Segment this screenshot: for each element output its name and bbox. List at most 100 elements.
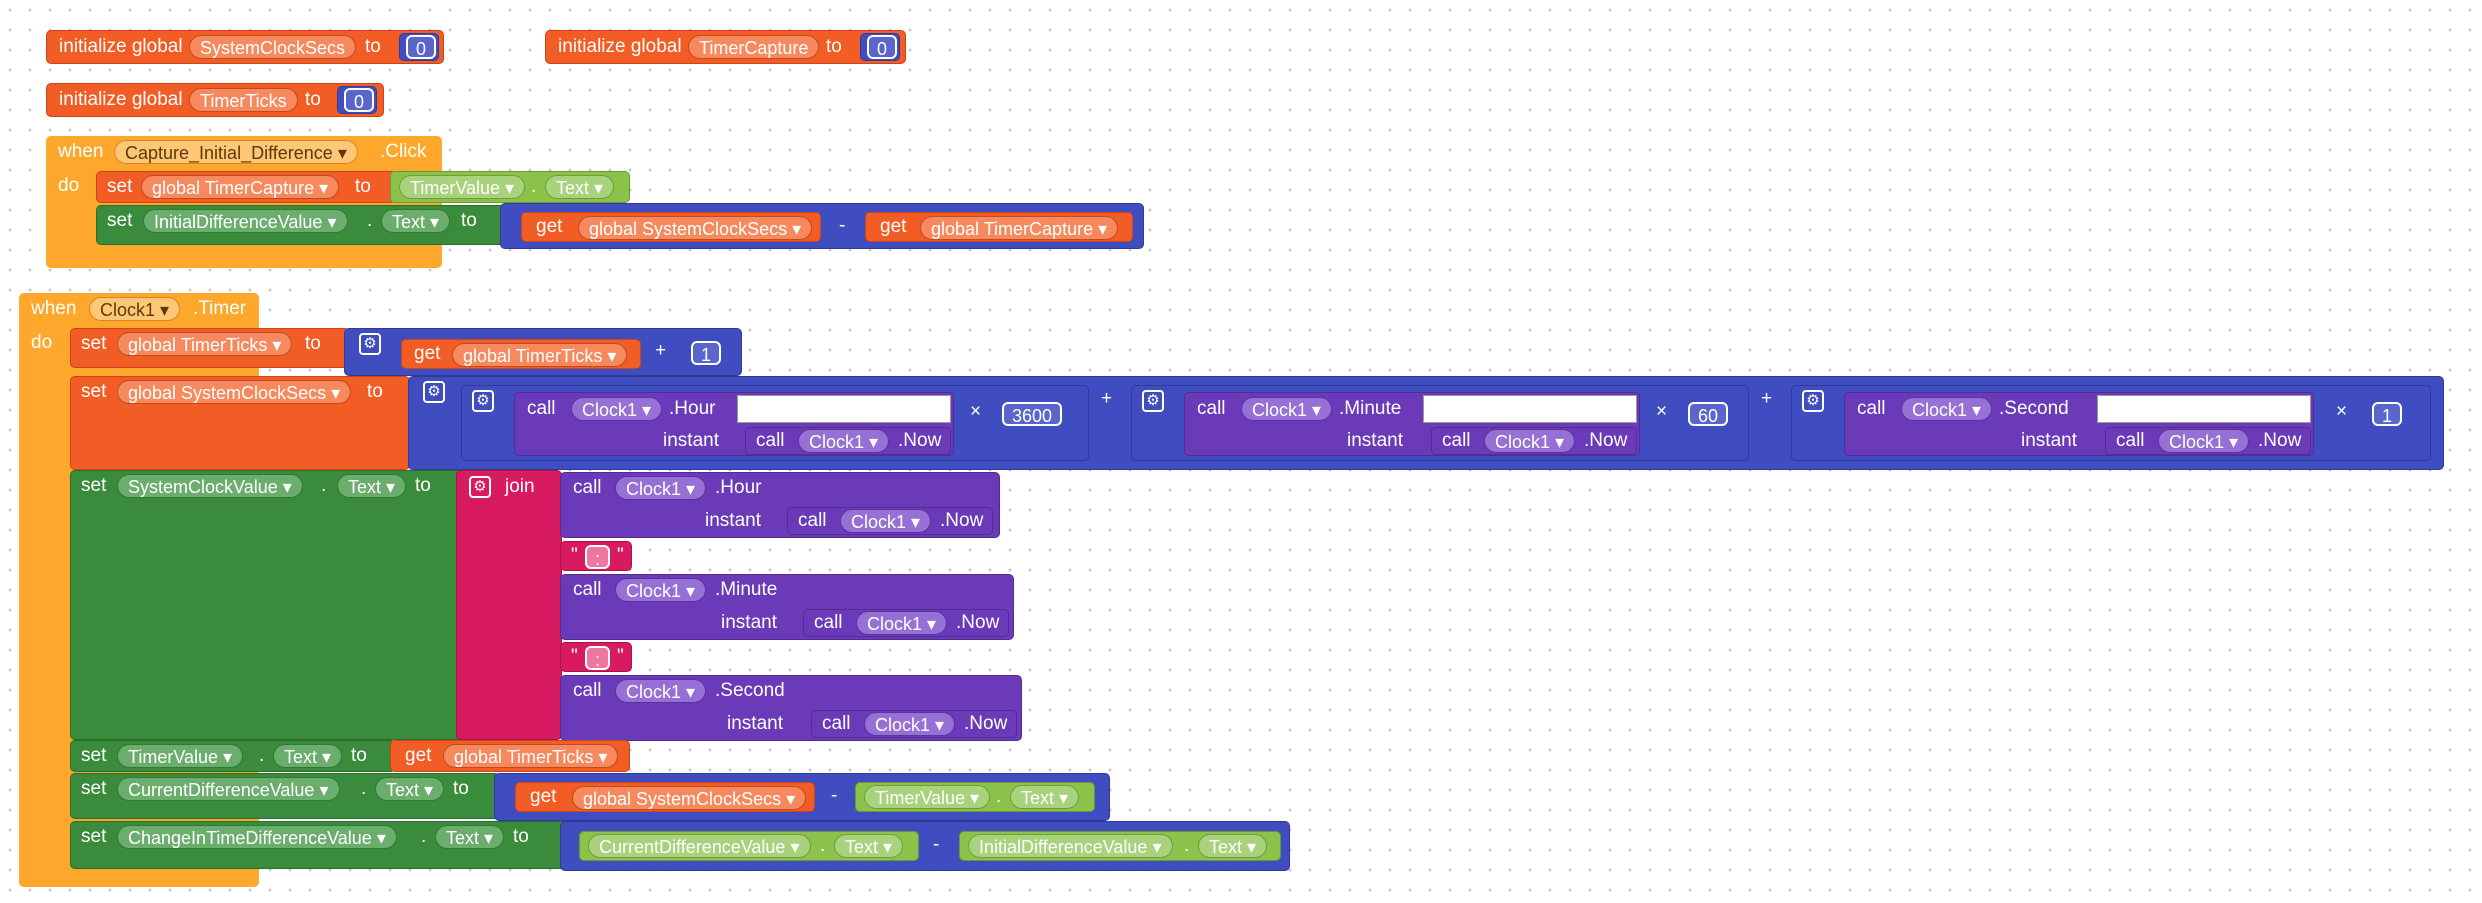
- var-dropdown[interactable]: global SystemClockSecs ▾: [578, 216, 813, 240]
- timervalue-text-getter[interactable]: TimerValue ▾ . Text ▾: [855, 782, 1095, 812]
- var-dropdown[interactable]: global TimerCapture ▾: [920, 216, 1119, 240]
- number-block[interactable]: 0: [399, 33, 439, 61]
- mutator-gear-icon[interactable]: ⚙: [469, 476, 491, 498]
- var-dropdown[interactable]: global SystemClockSecs ▾: [572, 786, 807, 810]
- property-dropdown[interactable]: Text ▾: [1010, 785, 1080, 809]
- call-clock-now[interactable]: call Clock1 ▾ .Now: [2105, 427, 2311, 455]
- var-dropdown[interactable]: global TimerTicks ▾: [443, 744, 619, 768]
- component-dropdown[interactable]: Clock1 ▾: [1241, 397, 1333, 421]
- init-global-systemclocksecs-block[interactable]: initialize global SystemClockSecs to 0: [46, 30, 444, 64]
- number-value[interactable]: 1: [2372, 402, 2403, 426]
- component-dropdown[interactable]: Clock1 ▾: [840, 509, 932, 533]
- text-string-block[interactable]: " : ": [560, 541, 632, 571]
- set-global-timerticks-block[interactable]: set global TimerTicks ▾ to: [70, 328, 350, 368]
- number-value[interactable]: 0: [867, 35, 898, 59]
- property-dropdown[interactable]: Text ▾: [375, 777, 445, 801]
- property-dropdown[interactable]: Text ▾: [337, 474, 407, 498]
- component-dropdown[interactable]: Clock1 ▾: [1484, 429, 1576, 453]
- component-dropdown[interactable]: Clock1 ▾: [615, 578, 707, 602]
- component-dropdown[interactable]: InitialDifferenceValue ▾: [968, 834, 1173, 858]
- component-dropdown[interactable]: Clock1 ▾: [856, 611, 948, 635]
- empty-socket[interactable]: [2097, 395, 2311, 423]
- var-name-field[interactable]: SystemClockSecs: [189, 35, 357, 59]
- mutator-gear-icon[interactable]: ⚙: [359, 333, 381, 355]
- component-dropdown[interactable]: Clock1 ▾: [571, 397, 663, 421]
- component-dropdown[interactable]: Clock1 ▾: [615, 679, 707, 703]
- var-name-field[interactable]: TimerCapture: [688, 35, 820, 59]
- var-name-field[interactable]: TimerTicks: [189, 88, 298, 112]
- var-dropdown[interactable]: global TimerTicks ▾: [452, 343, 628, 367]
- multiply-minute-block[interactable]: ⚙ call Clock1 ▾ .Minute instant call Clo…: [1131, 385, 1749, 461]
- set-global-timercapture-block[interactable]: set global TimerCapture ▾ to: [96, 171, 396, 203]
- property-dropdown[interactable]: Text ▾: [1198, 834, 1268, 858]
- call-clock-now[interactable]: call Clock1 ▾ .Now: [803, 609, 1009, 637]
- set-initialdifference-text-block[interactable]: set InitialDifferenceValue ▾ . Text ▾ to: [96, 205, 506, 245]
- component-dropdown[interactable]: TimerValue ▾: [399, 175, 526, 199]
- component-dropdown[interactable]: CurrentDifferenceValue ▾: [117, 777, 340, 801]
- component-dropdown[interactable]: Clock1 ▾: [615, 476, 707, 500]
- init-global-timerticks-block[interactable]: initialize global TimerTicks to 0: [46, 83, 384, 117]
- call-clock-now[interactable]: call Clock1 ▾ .Now: [787, 507, 993, 535]
- property-dropdown[interactable]: Text ▾: [435, 825, 505, 849]
- number-value[interactable]: 0: [344, 88, 375, 112]
- component-dropdown[interactable]: Clock1 ▾: [89, 297, 181, 321]
- number-block[interactable]: 0: [860, 33, 900, 61]
- string-value[interactable]: :: [585, 646, 611, 670]
- string-value[interactable]: :: [585, 545, 611, 569]
- timervalue-text-getter[interactable]: TimerValue ▾ . Text ▾: [390, 171, 630, 203]
- mutator-gear-icon[interactable]: ⚙: [423, 381, 445, 403]
- get-global-timercapture[interactable]: get global TimerCapture ▾: [865, 212, 1133, 242]
- get-global-systemclocksecs[interactable]: get global SystemClockSecs ▾: [521, 212, 821, 242]
- call-clock-hour[interactable]: call Clock1 ▾ .Hour instant call Clock1 …: [560, 472, 1000, 538]
- var-dropdown[interactable]: global TimerTicks ▾: [117, 332, 293, 356]
- call-clock-minute[interactable]: call Clock1 ▾ .Minute instant call Clock…: [560, 574, 1014, 640]
- join-block[interactable]: ⚙ join: [456, 470, 562, 740]
- multiply-second-block[interactable]: ⚙ call Clock1 ▾ .Second instant call Clo…: [1791, 385, 2431, 461]
- math-add-block[interactable]: ⚙ get global TimerTicks ▾ + 1: [344, 328, 742, 376]
- property-dropdown[interactable]: Text ▾: [834, 834, 904, 858]
- empty-socket[interactable]: [737, 395, 951, 423]
- math-add-time-block[interactable]: ⚙ ⚙ call Clock1 ▾ .Hour instant call Clo…: [408, 376, 2444, 470]
- call-clock-second[interactable]: call Clock1 ▾ .Second instant call Clock…: [1844, 392, 2314, 456]
- set-systemclockvalue-text-block[interactable]: set SystemClockValue ▾ . Text ▾ to: [70, 470, 470, 740]
- property-dropdown[interactable]: Text ▾: [545, 175, 615, 199]
- component-dropdown[interactable]: TimerValue ▾: [117, 744, 244, 768]
- property-dropdown[interactable]: Text ▾: [381, 209, 451, 233]
- component-dropdown[interactable]: TimerValue ▾: [864, 785, 991, 809]
- call-clock-second[interactable]: call Clock1 ▾ .Second instant call Clock…: [560, 675, 1022, 741]
- number-value[interactable]: 3600: [1002, 402, 1063, 426]
- mutator-gear-icon[interactable]: ⚙: [472, 390, 494, 412]
- math-subtract-block[interactable]: CurrentDifferenceValue ▾ . Text ▾ - Init…: [560, 821, 1290, 871]
- empty-socket[interactable]: [1423, 395, 1637, 423]
- currentdifference-text-getter[interactable]: CurrentDifferenceValue ▾ . Text ▾: [579, 831, 919, 861]
- property-dropdown[interactable]: Text ▾: [273, 744, 343, 768]
- mutator-gear-icon[interactable]: ⚙: [1802, 390, 1824, 412]
- call-clock-minute[interactable]: call Clock1 ▾ .Minute instant call Clock…: [1184, 392, 1640, 456]
- init-global-timercapture-block[interactable]: initialize global TimerCapture to 0: [545, 30, 906, 64]
- component-dropdown[interactable]: Capture_Initial_Difference ▾: [114, 140, 358, 164]
- component-dropdown[interactable]: Clock1 ▾: [864, 712, 956, 736]
- call-clock-now[interactable]: call Clock1 ▾ .Now: [811, 710, 1017, 738]
- component-dropdown[interactable]: SystemClockValue ▾: [117, 474, 303, 498]
- get-global-systemclocksecs[interactable]: get global SystemClockSecs ▾: [515, 782, 815, 812]
- component-dropdown[interactable]: InitialDifferenceValue ▾: [143, 209, 348, 233]
- component-dropdown[interactable]: ChangeInTimeDifferenceValue ▾: [117, 825, 397, 849]
- math-subtract-block[interactable]: get global SystemClockSecs ▾ - get globa…: [500, 203, 1144, 249]
- get-global-timerticks[interactable]: get global TimerTicks ▾: [390, 740, 630, 772]
- set-global-systemclocksecs-block[interactable]: set global SystemClockSecs ▾ to: [70, 376, 410, 470]
- set-changeintimedifference-text-block[interactable]: set ChangeInTimeDifferenceValue ▾ . Text…: [70, 821, 570, 869]
- number-value[interactable]: 60: [1688, 402, 1729, 426]
- number-value[interactable]: 0: [406, 35, 437, 59]
- var-dropdown[interactable]: global SystemClockSecs ▾: [117, 380, 352, 404]
- component-dropdown[interactable]: Clock1 ▾: [1901, 397, 1993, 421]
- call-clock-hour[interactable]: call Clock1 ▾ .Hour instant call Clock1 …: [514, 392, 954, 456]
- number-block[interactable]: 0: [337, 86, 377, 114]
- get-global-timerticks[interactable]: get global TimerTicks ▾: [401, 339, 641, 369]
- multiply-hour-block[interactable]: ⚙ call Clock1 ▾ .Hour instant call Clock…: [461, 385, 1089, 461]
- initialdifference-text-getter[interactable]: InitialDifferenceValue ▾ . Text ▾: [959, 831, 1281, 861]
- call-clock-now[interactable]: call Clock1 ▾ .Now: [1431, 427, 1637, 455]
- math-subtract-block[interactable]: get global SystemClockSecs ▾ - TimerValu…: [494, 773, 1110, 821]
- call-clock-now[interactable]: call Clock1 ▾ .Now: [745, 427, 951, 455]
- component-dropdown[interactable]: CurrentDifferenceValue ▾: [588, 834, 811, 858]
- set-currentdifference-text-block[interactable]: set CurrentDifferenceValue ▾ . Text ▾ to: [70, 773, 500, 819]
